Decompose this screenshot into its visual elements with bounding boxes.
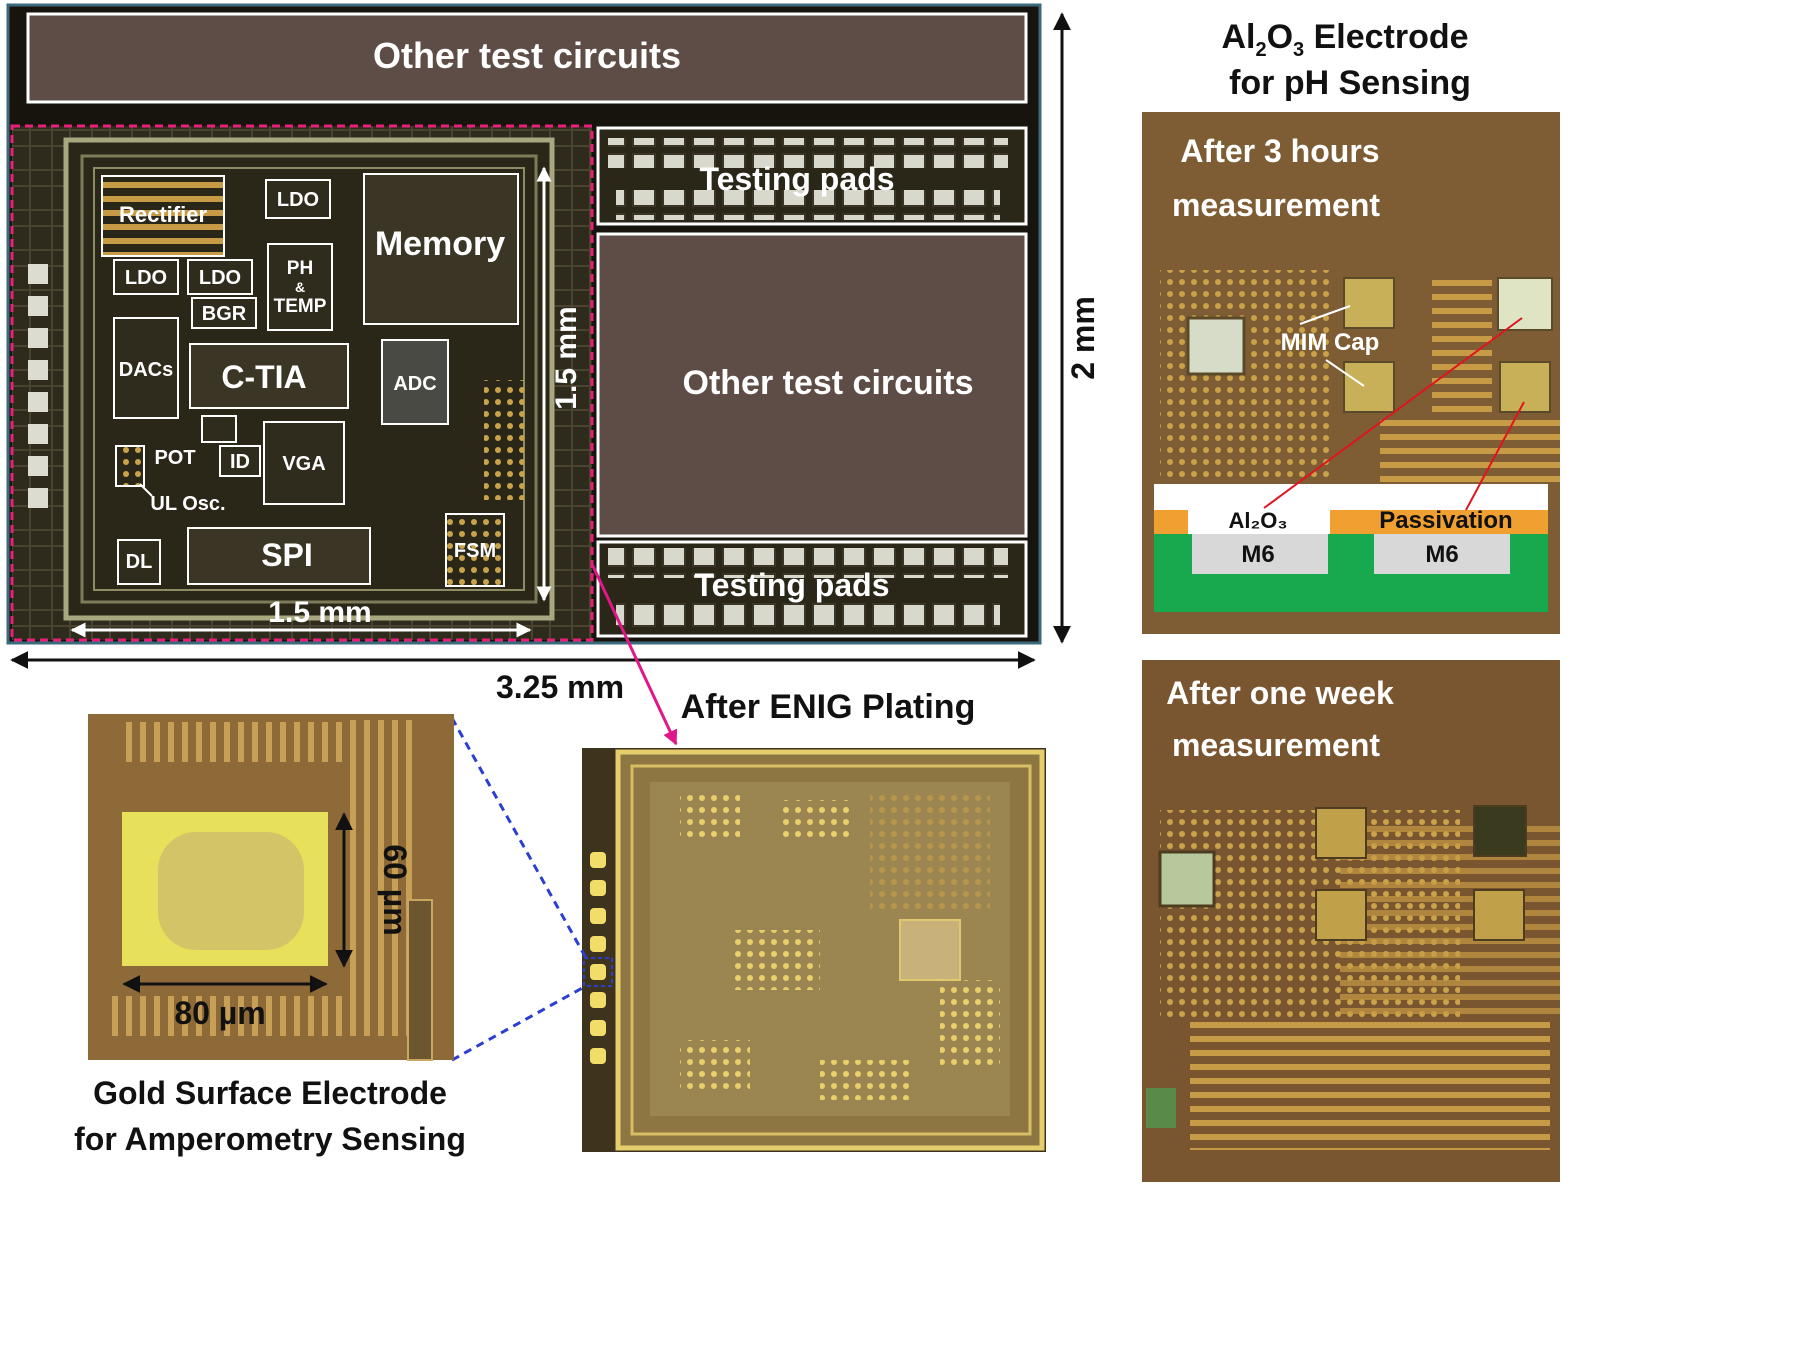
testing-pads-bottom-label: Testing pads (695, 567, 890, 603)
xsec-m6-right-label: M6 (1425, 541, 1458, 568)
zoom-arrow (590, 563, 678, 746)
block-ph-temp: PH & TEMP (267, 243, 333, 331)
block-dl: DL (117, 539, 161, 585)
enig-left-pads (590, 852, 606, 1064)
block-ldo-mid: LDO (187, 259, 253, 295)
block-dacs: DACs (113, 317, 179, 419)
dot-array-block (484, 380, 524, 500)
xsec-al2o3-label: Al₂O₃ (1228, 508, 1287, 533)
passivation-leader (1465, 401, 1525, 511)
svg-text:POT: POT (154, 447, 195, 469)
zoom-source-box (583, 957, 613, 987)
svg-text:LDO: LDO (125, 267, 167, 289)
inner-vertical-dim-label: 1.5 mm (550, 306, 583, 409)
block-ul-osc: UL Osc. (115, 445, 226, 515)
gold-electrode-caption-line1: Gold Surface Electrode (93, 1075, 447, 1111)
enig-title: After ENIG Plating (681, 688, 976, 726)
electrode-vertical-dim-label: 60 µm (377, 844, 413, 935)
block-id: ID (219, 445, 261, 477)
block-rectifier: Rectifier (101, 175, 225, 257)
block-memory: Memory (363, 173, 519, 325)
svg-text:DACs: DACs (119, 359, 173, 381)
svg-text:LDO: LDO (277, 189, 319, 211)
svg-text:ID: ID (230, 451, 250, 473)
after-one-week-line1: After one week (1166, 675, 1394, 711)
mim-cap-leader-bottom (1325, 359, 1365, 387)
block-ctia: C-TIA (189, 343, 349, 409)
block-pot: POT (154, 415, 237, 469)
block-bgr: BGR (191, 297, 257, 329)
block-fsm: FSM (445, 513, 505, 587)
svg-text:&: & (295, 279, 305, 295)
after-one-week-line2: measurement (1172, 727, 1380, 763)
height-dim-label: 2 mm (1065, 296, 1101, 380)
after-one-week-image (1142, 660, 1560, 1182)
ph-panel-title-line2: for pH Sensing (1229, 64, 1471, 102)
pad-row (616, 190, 1000, 220)
xsec-passivation-label: Passivation (1379, 507, 1512, 534)
al2o3-leader (1263, 317, 1523, 509)
svg-text:PH: PH (287, 258, 313, 279)
svg-text:DL: DL (126, 551, 153, 573)
mim-cap-label: MIM Cap (1281, 329, 1380, 356)
top-test-circuits-block (26, 12, 1028, 104)
right-test-circuits-label: Other test circuits (683, 364, 974, 402)
svg-text:ADC: ADC (393, 373, 436, 395)
mim-cap-leader-top (1299, 305, 1351, 325)
block-ldo-left: LDO (113, 259, 179, 295)
svg-text:FSM: FSM (454, 540, 496, 562)
pad-row (608, 138, 1008, 168)
svg-text:Memory: Memory (375, 225, 505, 263)
xsec-m6-left-label: M6 (1241, 541, 1274, 568)
pad-row (608, 548, 1008, 578)
seal-ring-inner2 (93, 167, 525, 591)
cross-section-inset (1154, 484, 1548, 612)
block-adc: ADC (381, 339, 449, 425)
top-test-circuits-label: Other test circuits (373, 35, 681, 76)
svg-text:LDO: LDO (199, 267, 241, 289)
left-edge-pads (28, 264, 48, 508)
block-vga: VGA (263, 421, 345, 505)
testing-pads-top-label: Testing pads (700, 161, 895, 197)
after-3-hours-line2: measurement (1172, 187, 1380, 223)
zoom-connector-bottom (451, 984, 587, 1062)
inner-horizontal-dim-label: 1.5 mm (268, 596, 371, 629)
block-spi: SPI (187, 527, 371, 585)
svg-text:BGR: BGR (202, 303, 247, 325)
svg-text:TEMP: TEMP (274, 296, 327, 317)
pad-row (616, 600, 1000, 630)
right-test-circuits-block (596, 232, 1028, 538)
svg-text:UL Osc.: UL Osc. (150, 493, 225, 515)
chip-edge (6, 3, 1042, 645)
electrode-horizontal-dim-label: 80 µm (174, 995, 265, 1031)
svg-text:C-TIA: C-TIA (221, 359, 306, 395)
block-ldo-top: LDO (265, 179, 331, 219)
svg-text:Rectifier: Rectifier (119, 202, 207, 227)
svg-text:VGA: VGA (282, 453, 325, 475)
chip-micrograph: Other test circuits Rectifier LDO (6, 3, 1042, 645)
gold-electrode-caption-line2: for Amperometry Sensing (74, 1121, 466, 1157)
svg-text:SPI: SPI (261, 537, 313, 573)
enig-chip-image (582, 748, 1046, 1152)
after-3-hours-line1: After 3 hours (1180, 133, 1379, 169)
ph-panel-title-line1: Al2O3 Electrode (1221, 18, 1468, 61)
gold-electrode-image (88, 714, 454, 1061)
seal-ring-inner (80, 154, 538, 604)
width-dim-label: 3.25 mm (496, 669, 624, 705)
zoom-connector-top (450, 717, 588, 959)
